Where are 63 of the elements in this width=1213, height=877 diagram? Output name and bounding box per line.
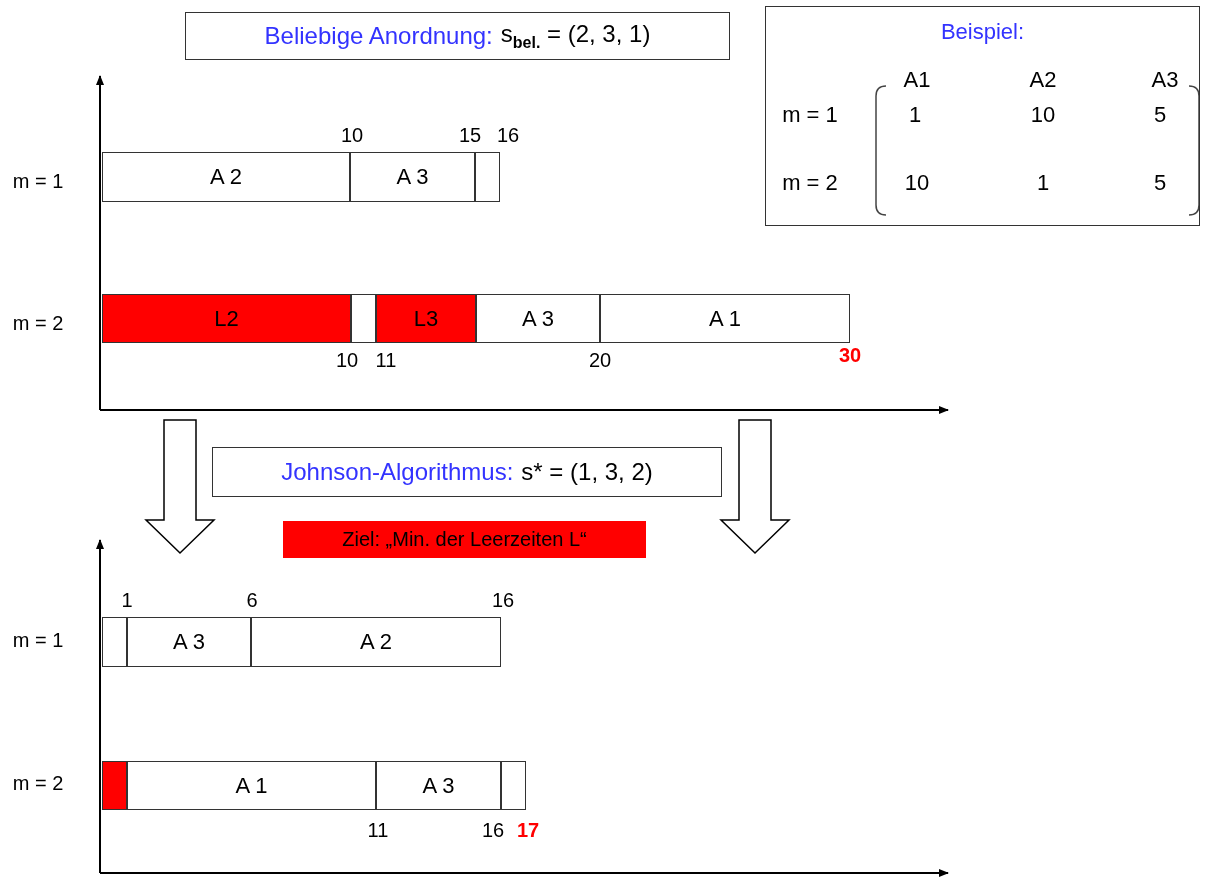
gantt-bar bbox=[351, 294, 376, 343]
machine-label: m = 1 bbox=[12, 628, 64, 652]
tick-label: 16 bbox=[491, 588, 515, 612]
tick-label: 11 bbox=[375, 348, 397, 372]
tick-label: 16 bbox=[481, 818, 505, 842]
makespan-value: 30 bbox=[838, 343, 862, 367]
matrix-value: 10 bbox=[1030, 102, 1056, 128]
idle-time-bar bbox=[376, 294, 476, 343]
bar-label: A 1 bbox=[235, 772, 268, 799]
machine-label: m = 2 bbox=[12, 771, 64, 795]
bar-label: L3 bbox=[413, 305, 439, 332]
formula-box bbox=[212, 447, 722, 497]
bar-label: L2 bbox=[214, 305, 239, 332]
bar-label: A 3 bbox=[422, 772, 455, 799]
tick-label: 15 bbox=[458, 123, 482, 147]
gantt-bar bbox=[350, 152, 475, 202]
tick-label: 10 bbox=[335, 348, 359, 372]
row-header: m = 2 bbox=[782, 170, 838, 196]
machine-label: m = 1 bbox=[12, 169, 64, 193]
machine-label: m = 2 bbox=[12, 311, 64, 335]
bar-label: A 1 bbox=[709, 305, 741, 332]
matrix-value: 1 bbox=[1036, 170, 1050, 196]
matrix-value: 5 bbox=[1153, 102, 1167, 128]
tick-label: 1 bbox=[121, 588, 133, 612]
matrix-value: 1 bbox=[908, 102, 922, 128]
gantt-bar bbox=[102, 617, 127, 667]
tick-label: 11 bbox=[367, 818, 389, 842]
gantt-bar bbox=[127, 617, 251, 667]
heading-text: Beispiel: bbox=[940, 19, 1025, 45]
gantt-bar bbox=[102, 152, 350, 202]
formula-text: s$_{bel.}$ = (2, 3, 1) bbox=[500, 20, 651, 52]
formula-box bbox=[185, 12, 730, 60]
column-header: A2 bbox=[1029, 67, 1057, 93]
formula-text: s* = (1, 3, 2) bbox=[521, 458, 653, 486]
goal-box bbox=[283, 521, 646, 558]
matrix-value: 5 bbox=[1153, 170, 1167, 196]
gantt-bar bbox=[251, 617, 501, 667]
bar-label: A 2 bbox=[210, 164, 242, 190]
gantt-bar bbox=[501, 761, 526, 810]
bar-label: A 2 bbox=[360, 629, 392, 655]
tick-label: 16 bbox=[496, 123, 520, 147]
gantt-bar bbox=[475, 152, 500, 202]
gantt-bar bbox=[127, 761, 376, 810]
tick-label: 6 bbox=[246, 588, 258, 612]
makespan-value: 17 bbox=[516, 818, 540, 842]
heading-text: Beliebige Anordnung: bbox=[264, 22, 493, 50]
bar-label: A 3 bbox=[173, 629, 205, 655]
gantt-bar bbox=[476, 294, 600, 343]
column-header: A1 bbox=[903, 67, 931, 93]
idle-time-bar bbox=[102, 761, 127, 810]
bar-label: A 3 bbox=[396, 164, 429, 190]
row-header: m = 1 bbox=[782, 102, 838, 128]
bar-label: A 3 bbox=[522, 305, 554, 332]
gantt-bar bbox=[600, 294, 850, 343]
tick-label: 10 bbox=[340, 123, 364, 147]
gantt-bar bbox=[376, 761, 501, 810]
tick-label: 20 bbox=[588, 348, 612, 372]
heading-text: Johnson-Algorithmus: bbox=[281, 458, 514, 486]
matrix-value: 10 bbox=[904, 170, 930, 196]
example-box bbox=[765, 6, 1200, 226]
idle-time-bar bbox=[102, 294, 351, 343]
formula-text: Ziel: „Min. der Leerzeiten L“ bbox=[342, 528, 587, 551]
column-header: A3 bbox=[1151, 67, 1179, 93]
